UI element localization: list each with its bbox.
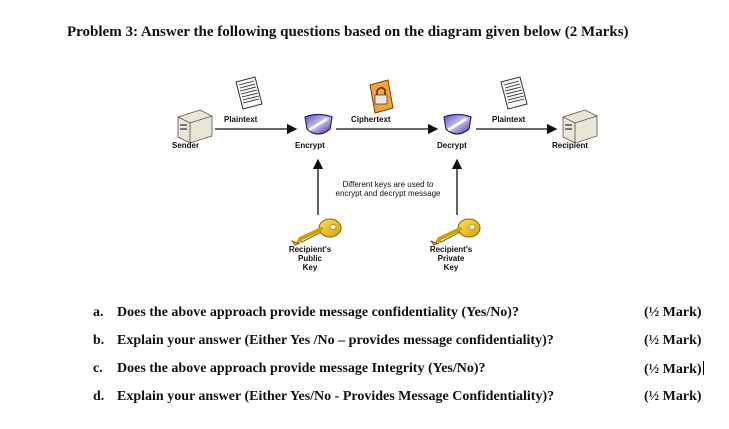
plaintext-document-icon bbox=[235, 76, 263, 110]
question-letter: d. bbox=[93, 389, 105, 404]
ciphertext-label: Ciphertext bbox=[351, 115, 391, 124]
private-key-label: Recipient's Private Key bbox=[421, 245, 481, 272]
keys-note-line2: encrypt and decrypt message bbox=[335, 189, 441, 198]
question-marks-text: (½ Mark) bbox=[644, 362, 702, 377]
private-key-label-line3: Key bbox=[443, 263, 459, 272]
question-text: Explain your answer (Either Yes /No – pr… bbox=[117, 333, 554, 348]
public-key-label-line3: Key bbox=[302, 263, 318, 272]
ciphertext-lock-icon bbox=[369, 79, 394, 114]
encrypt-label: Encrypt bbox=[295, 141, 325, 150]
public-key-label: Recipient's Public Key bbox=[280, 245, 340, 272]
question-letter: b. bbox=[93, 333, 105, 348]
recipient-computer-icon bbox=[562, 109, 598, 144]
public-key-label-line1: Recipient's bbox=[288, 245, 332, 254]
decrypt-shield-icon bbox=[443, 113, 472, 135]
question-marks: (½ Mark) bbox=[644, 305, 702, 320]
question-letter: a. bbox=[93, 305, 104, 320]
private-key-icon bbox=[430, 218, 481, 246]
question-marks: (½ Mark) bbox=[644, 333, 702, 348]
text-cursor bbox=[702, 361, 704, 375]
plaintext-label-right: Plaintext bbox=[492, 115, 526, 124]
keys-note: Different keys are used to encrypt and d… bbox=[318, 180, 458, 198]
question-letter: c. bbox=[93, 361, 103, 376]
recipient-label: Recipient bbox=[552, 141, 589, 150]
question-marks: (½ Mark) bbox=[644, 361, 704, 378]
private-key-label-line1: Recipient's bbox=[429, 245, 473, 254]
plaintext-label-left: Plaintext bbox=[224, 115, 258, 124]
question-text: Does the above approach provide message … bbox=[117, 305, 519, 320]
sender-computer-icon bbox=[177, 109, 213, 144]
keys-note-line1: Different keys are used to bbox=[342, 180, 434, 189]
sender-label: Sender bbox=[172, 141, 200, 150]
decrypt-label: Decrypt bbox=[437, 141, 467, 150]
question-marks: (½ Mark) bbox=[644, 389, 702, 404]
public-key-label-line2: Public bbox=[297, 254, 322, 263]
plaintext-document-icon bbox=[500, 76, 528, 110]
problem-title: Problem 3: Answer the following question… bbox=[67, 24, 629, 40]
question-text: Explain your answer (Either Yes/No - Pro… bbox=[117, 389, 555, 404]
encrypt-shield-icon bbox=[304, 113, 333, 135]
question-text: Does the above approach provide message … bbox=[117, 361, 486, 376]
private-key-label-line2: Private bbox=[437, 254, 465, 263]
public-key-icon bbox=[291, 218, 342, 246]
